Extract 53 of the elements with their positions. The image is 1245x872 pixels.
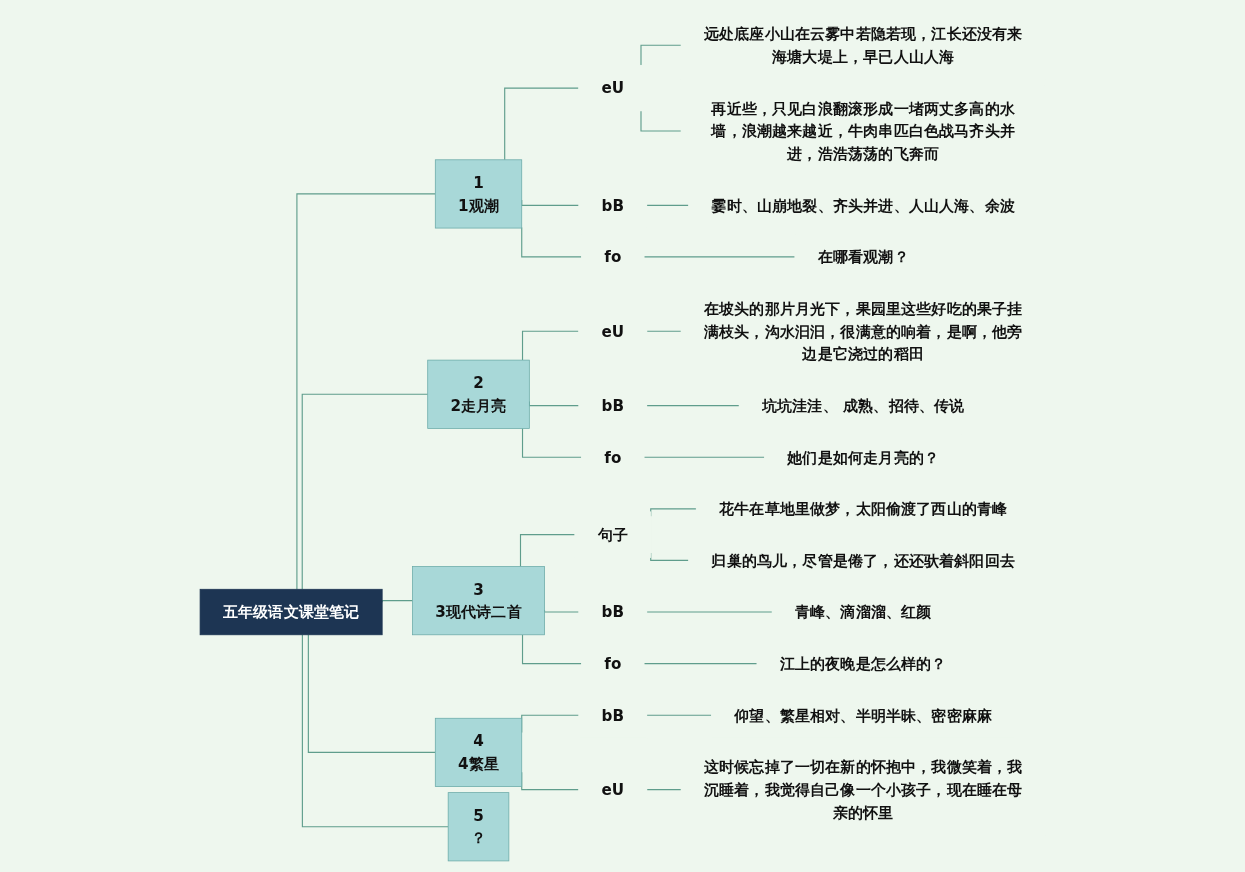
connector xyxy=(640,44,682,66)
node-text: bB xyxy=(601,706,624,725)
node-box: 5 ？ xyxy=(447,792,510,862)
node-text: bB xyxy=(601,396,624,415)
node-text: fo xyxy=(604,247,622,267)
node-text: 这时候忘掉了一切在新的怀抱中，我微笑着，我沉睡着，我觉得自己像一个小孩子，现在睡在母亲的怀里 xyxy=(703,757,1023,822)
connector xyxy=(543,609,580,613)
node-text: 再近些，只见白浪翻滚形成一堵两丈多高的水墙，浪潮越来越近，牛肉串匹白色战马齐头并进，浩浩荡荡的飞奔而 xyxy=(711,99,1015,163)
connector xyxy=(640,110,682,132)
node-text: 江上的夜晚是怎么样的？ xyxy=(779,654,947,673)
node-text: 归巢的鸟儿，尽管是倦了，还还驮着斜阳回去 xyxy=(711,551,1015,570)
connector xyxy=(646,714,712,716)
node-text: bB xyxy=(601,196,624,215)
connector xyxy=(646,330,682,332)
connector xyxy=(519,534,576,568)
connector xyxy=(301,393,429,590)
connector xyxy=(301,634,449,828)
connector xyxy=(296,193,436,590)
node-box: 2 2走月亮 xyxy=(427,359,530,429)
connector xyxy=(520,226,582,258)
node-text: 花牛在草地里做梦，太阳偷渡了西山的青峰 xyxy=(718,499,1008,518)
node-text: eU xyxy=(601,780,624,799)
node-box: 4 4繁星 xyxy=(434,717,522,787)
connector xyxy=(521,634,582,665)
connector xyxy=(646,204,690,206)
node-text: 在哪看观潮？ xyxy=(817,247,909,267)
connector xyxy=(643,256,796,258)
node-text: bB xyxy=(601,602,624,622)
node-text: 坑坑洼洼、 成熟、招待、传说 xyxy=(761,396,965,415)
node-text: 青峰、滴溜溜、红颜 xyxy=(794,602,932,622)
node-box: 1 1观潮 xyxy=(434,159,522,229)
connector xyxy=(521,427,582,458)
connector xyxy=(646,611,773,613)
node-text: 霎时、山崩地裂、齐头并进、人山人海、余波 xyxy=(711,196,1015,215)
connector xyxy=(503,87,580,161)
node-text: fo xyxy=(604,654,622,673)
node-text: 句子 xyxy=(597,525,628,544)
connector xyxy=(646,405,740,407)
node-text: 仰望、繁星相对、半明半昧、密密麻麻 xyxy=(734,706,992,725)
connector xyxy=(643,456,765,458)
node-text: 在坡头的那片月光下，果园里这些好吃的果子挂满枝头，沟水汩汩，很满意的响着，是啊，他旁边是它浇过的稻田 xyxy=(703,299,1023,364)
connector xyxy=(521,330,580,361)
connector xyxy=(643,663,758,665)
node-text: eU xyxy=(601,78,624,98)
node-text: 远处底座小山在云雾中若隐若现，江长还没有来海塘大堤上，早已人山人海 xyxy=(703,24,1023,66)
node-text: eU xyxy=(601,322,624,341)
node-text: 她们是如何走月亮的？ xyxy=(787,448,939,467)
connector xyxy=(307,634,436,753)
node-text: fo xyxy=(604,448,622,467)
connector xyxy=(646,789,682,791)
node-box: 3 3现代诗二首 xyxy=(411,566,545,636)
connector xyxy=(381,600,413,603)
node-box: 五年级语文课堂笔记 xyxy=(199,588,383,636)
